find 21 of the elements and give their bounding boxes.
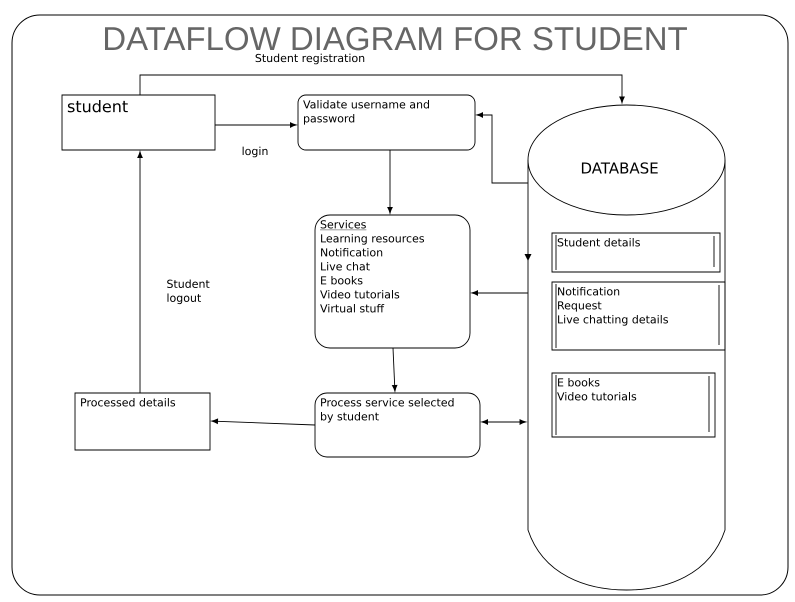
arrow (140, 74, 625, 104)
data-store: Notification Request Live chatting details (552, 282, 726, 350)
edge-label: login (240, 146, 270, 158)
arrow (471, 290, 528, 296)
arrow (476, 112, 528, 184)
edge-label: Student logout (165, 278, 218, 306)
title: DATAFLOW DIAGRAM FOR STUDENT (105, 26, 687, 50)
data-store: E books Video tutorials (552, 372, 716, 438)
data-store: Student details (552, 232, 720, 272)
process-box: Process service selected by student (314, 392, 480, 458)
arrow (392, 348, 398, 392)
arrow (211, 418, 316, 426)
edge-label: Student registration (254, 52, 366, 66)
process-box: Validate username and password (298, 94, 476, 150)
arrow (481, 419, 526, 425)
process-box: Services Learning resources Notification Live chat E books Video tutorials Virtual stuff (314, 214, 470, 348)
arrow (387, 150, 393, 214)
arrow (214, 122, 297, 128)
process-box: Processed details (74, 392, 210, 450)
arrow (137, 151, 143, 394)
process-box: student (62, 94, 216, 150)
